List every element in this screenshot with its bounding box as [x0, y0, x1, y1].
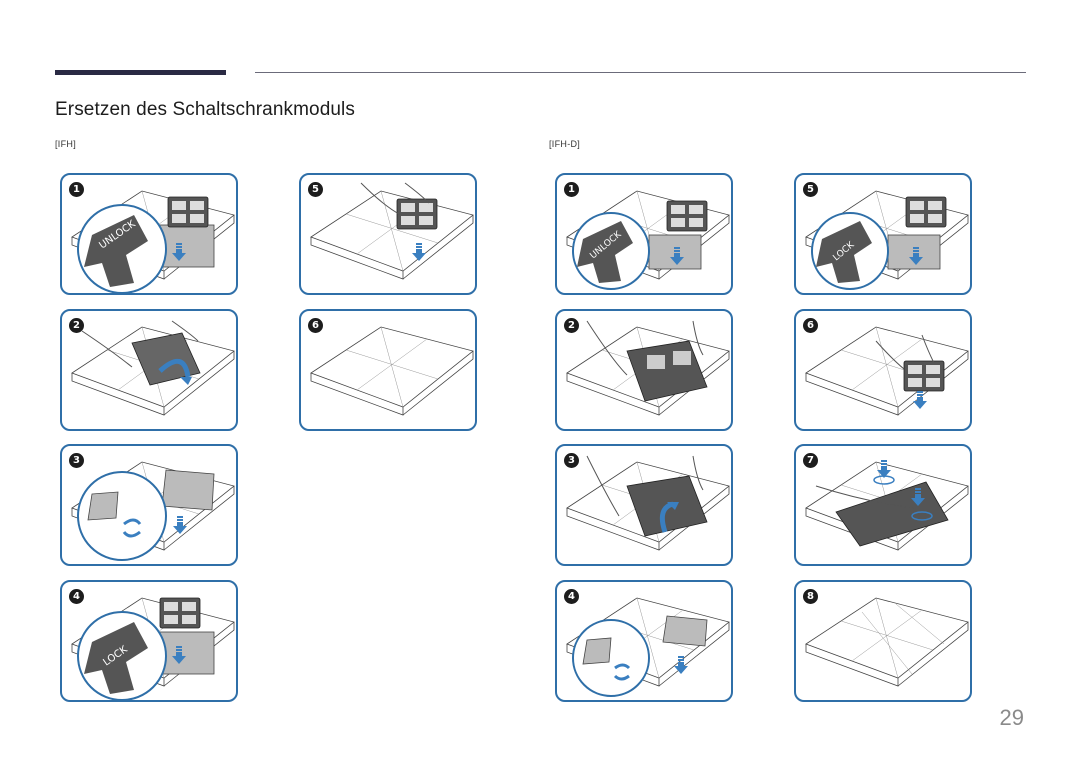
step-number-badge: 3: [564, 453, 579, 468]
lift-module-illustration: [566, 455, 730, 551]
step-number-badge: 1: [564, 182, 579, 197]
section-label-ifhd: [IFH-D]: [549, 139, 581, 149]
step-number-badge: 2: [69, 318, 84, 333]
step-number-badge: 5: [803, 182, 818, 197]
step-number-badge: 4: [69, 589, 84, 604]
section-label-ifh: [IFH]: [55, 139, 76, 149]
remove-module-illustration: [566, 320, 730, 416]
step-number-badge: 2: [564, 318, 579, 333]
step-number-badge: 8: [803, 589, 818, 604]
step-number-badge: 5: [308, 182, 323, 197]
unlock-illustration: UNLOCK: [71, 190, 235, 293]
ifh-step-2-panel: 2: [60, 309, 238, 431]
unlock-illustration: UNLOCK: [566, 190, 730, 290]
assembled-cabinet-illustration: [805, 597, 969, 687]
header-divider-rule: [255, 72, 1026, 73]
ifh-step-5-panel: 5: [299, 173, 477, 295]
step-number-badge: 6: [308, 318, 323, 333]
ifhd-step-1-panel: 1 UNLOCK: [555, 173, 733, 295]
ifhd-step-5-panel: 5 LOCK: [794, 173, 972, 295]
install-module-illustration: [310, 182, 474, 280]
ifh-step-3-panel: 3: [60, 444, 238, 566]
press-module-illustration: [805, 460, 969, 551]
ifh-step-6-panel: 6: [299, 309, 477, 431]
step-number-badge: 6: [803, 318, 818, 333]
ifhd-step-6-panel: 6: [794, 309, 972, 431]
ifhd-step-4-panel: 4: [555, 580, 733, 702]
header-accent-rule: [55, 70, 226, 75]
swap-module-illustration: [566, 597, 730, 697]
ifhd-step-3-panel: 3: [555, 444, 733, 566]
ifhd-step-2-panel: 2: [555, 309, 733, 431]
step-number-badge: 7: [803, 453, 818, 468]
page-title: Ersetzen des Schaltschrankmoduls: [55, 99, 355, 120]
ifhd-step-7-panel: 7: [794, 444, 972, 566]
step-number-badge: 3: [69, 453, 84, 468]
lock-illustration: LOCK: [71, 597, 235, 700]
ifh-step-1-panel: 1 UNLOCK: [60, 173, 238, 295]
step-number-badge: 4: [564, 589, 579, 604]
page-number: 29: [999, 705, 1024, 730]
assembled-cabinet-illustration: [310, 326, 474, 416]
ifh-step-4-panel: 4 LOCK: [60, 580, 238, 702]
remove-module-illustration: [71, 320, 235, 416]
lock-illustration: LOCK: [805, 190, 969, 290]
install-module-illustration: [805, 326, 969, 416]
swap-module-illustration: [71, 461, 235, 561]
ifhd-step-8-panel: 8: [794, 580, 972, 702]
step-number-badge: 1: [69, 182, 84, 197]
